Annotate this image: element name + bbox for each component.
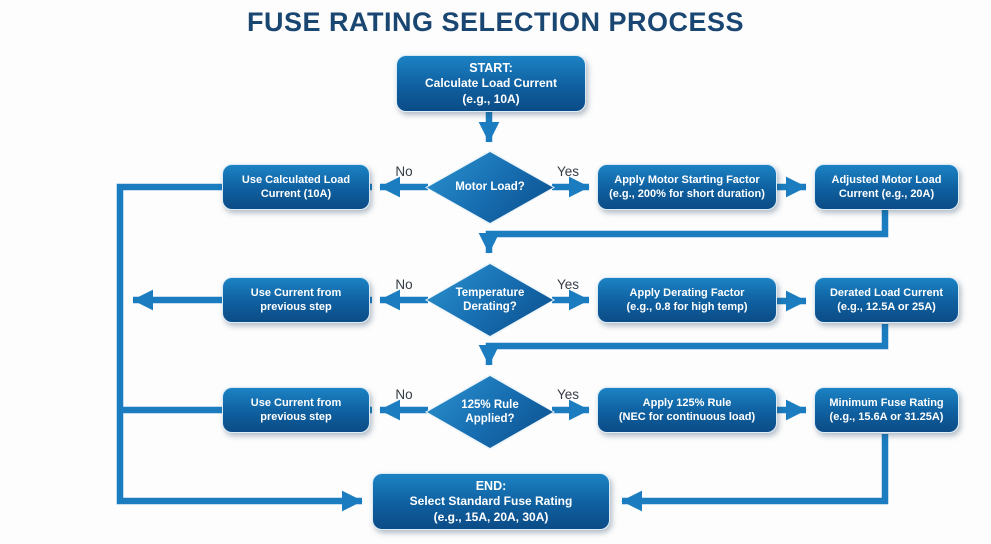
yes-box1-row1-line1: Apply Motor Starting Factor [614, 173, 760, 186]
no-label-row1: No [395, 164, 413, 179]
end-node-line2: (e.g., 15A, 20A, 30A) [433, 509, 549, 524]
yes-label-row2: Yes [556, 277, 580, 292]
decision-row3-line1: 125% Rule [461, 398, 519, 411]
start-node: START: Calculate Load Current (e.g., 10A… [396, 55, 586, 112]
no-box-row1: Use Calculated Load Current (10A) [222, 164, 370, 210]
no-box-row3-line2: previous step [260, 411, 332, 423]
decision-row2-line1: Temperature [455, 286, 525, 299]
yes-label-row3: Yes [556, 387, 580, 402]
yes-box1-row2-line2: (e.g., 0.8 for high temp) [626, 301, 748, 313]
yes-box2-row1-line2: Current (e.g., 20A) [838, 188, 935, 200]
no-box-row2-line2: previous step [260, 301, 332, 313]
yes-box1-row3-line1: Apply 125% Rule [642, 396, 732, 409]
yes-label-row1: Yes [556, 164, 580, 179]
decision-row3-line2: Applied? [465, 413, 515, 425]
yes-box1-row3-line2: (NEC for continuous load) [618, 411, 756, 423]
yes-box1-row2-line1: Apply Derating Factor [629, 286, 745, 299]
yes-box1-row2: Apply Derating Factor (e.g., 0.8 for hig… [597, 277, 777, 323]
yes-box2-row3-line1: Minimum Fuse Rating [829, 396, 944, 409]
connector-left-rail-to-end [116, 183, 372, 512]
no-box-row1-line2: Current (10A) [260, 188, 332, 200]
decision-row2-line2: Derating? [463, 301, 517, 313]
connector-derated-to-125rule [478, 324, 889, 366]
connector-adjusted-to-tempderating [478, 210, 889, 254]
no-box-row3-line1: Use Current from [250, 396, 342, 409]
start-node-line1: Calculate Load Current [424, 76, 558, 91]
no-box-row3: Use Current from previous step [222, 387, 370, 433]
yes-box2-row1: Adjusted Motor Load Current (e.g., 20A) [814, 164, 959, 210]
yes-box2-row3-line2: (e.g., 15.6A or 31.25A) [829, 411, 944, 423]
page-title: FUSE RATING SELECTION PROCESS [246, 7, 745, 37]
connector-minfuse-to-end [621, 434, 889, 512]
yes-box2-row1-line1: Adjusted Motor Load [831, 173, 942, 186]
start-node-title: START: [469, 60, 513, 75]
no-box-row2: Use Current from previous step [222, 277, 370, 323]
decision-row1-line1: Motor Load? [455, 181, 525, 194]
end-node-line1: Select Standard Fuse Rating [409, 494, 573, 509]
yes-box1-row3: Apply 125% Rule (NEC for continuous load… [597, 387, 777, 433]
no-box-row1-line1: Use Calculated Load [241, 173, 351, 186]
end-node-title: END: [475, 478, 507, 493]
yes-box1-row1: Apply Motor Starting Factor (e.g., 200% … [597, 164, 777, 210]
yes-box2-row3: Minimum Fuse Rating (e.g., 15.6A or 31.2… [814, 387, 959, 433]
yes-box2-row2-line2: (e.g., 12.5A or 25A) [837, 301, 936, 313]
no-label-row3: No [395, 387, 413, 402]
no-label-row2: No [395, 277, 413, 292]
end-node: END: Select Standard Fuse Rating (e.g., … [372, 473, 610, 530]
yes-box2-row2: Derated Load Current (e.g., 12.5A or 25A… [814, 277, 959, 323]
start-node-line2: (e.g., 10A) [462, 91, 520, 106]
yes-box2-row2-line1: Derated Load Current [829, 286, 944, 299]
yes-box1-row1-line2: (e.g., 200% for short duration) [609, 188, 765, 200]
no-box-row2-line1: Use Current from [250, 286, 342, 299]
